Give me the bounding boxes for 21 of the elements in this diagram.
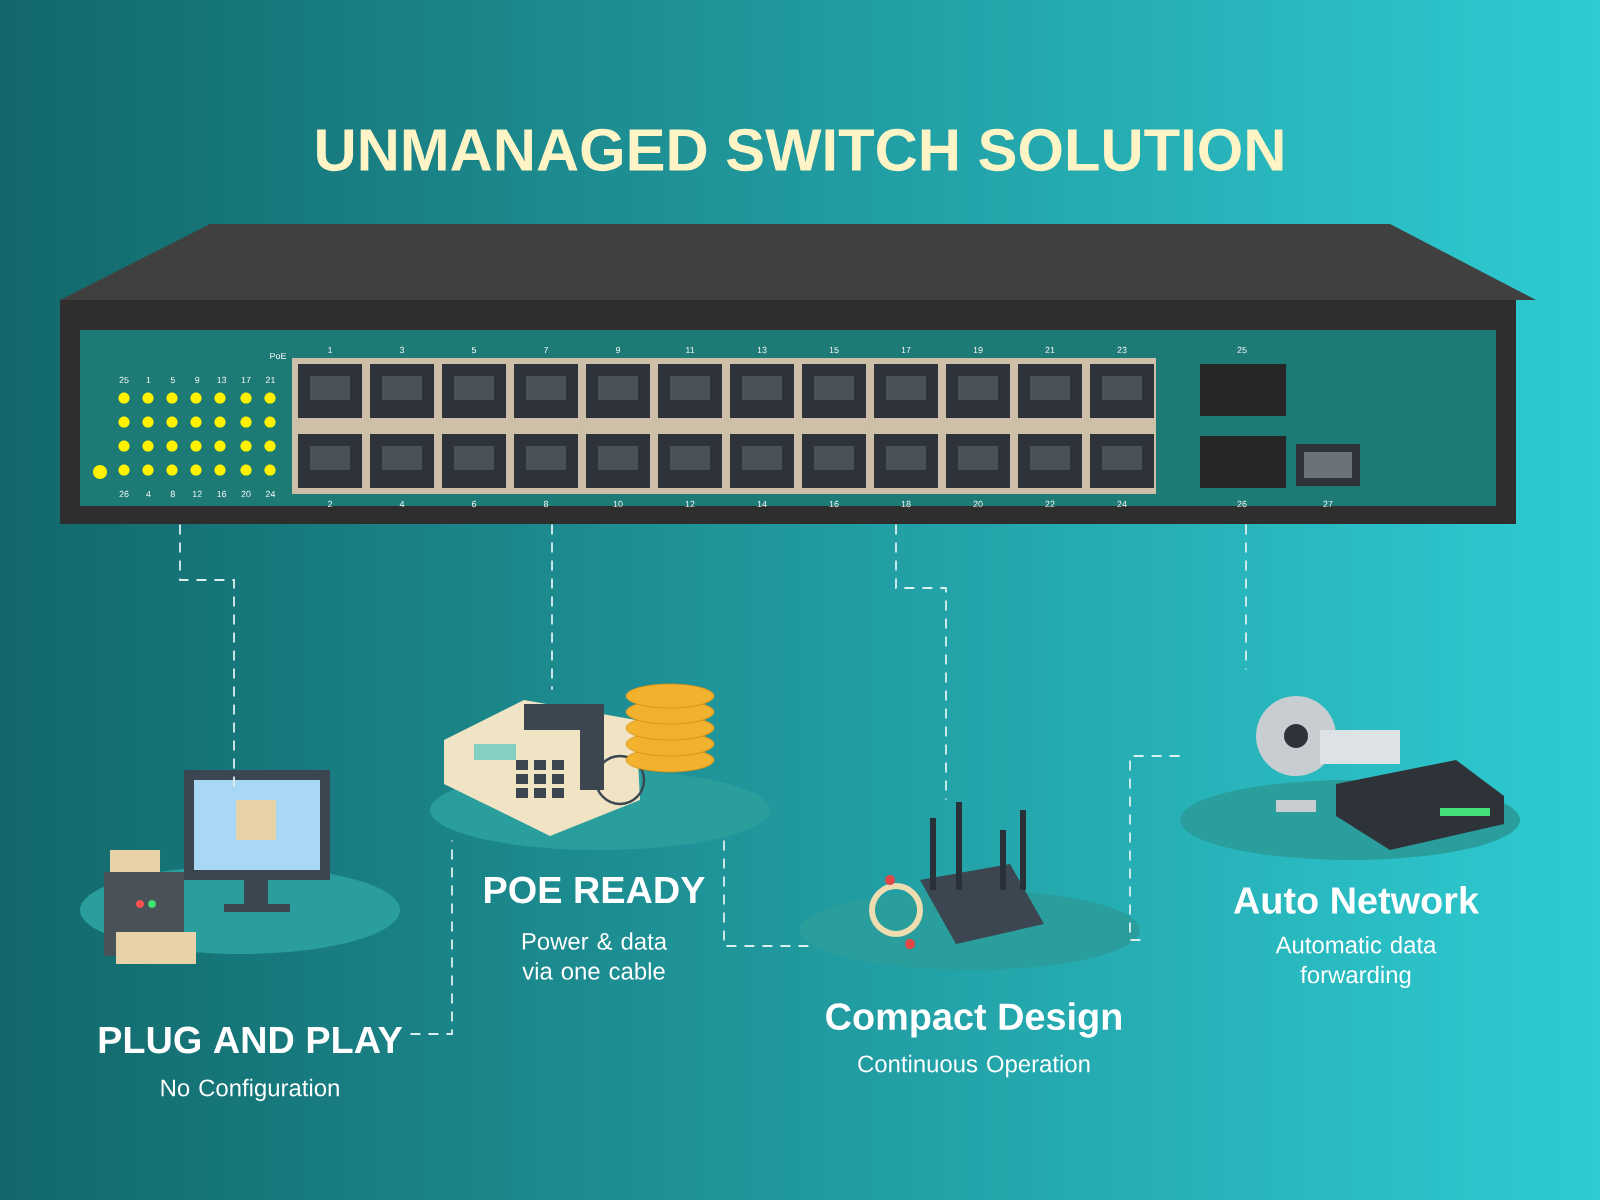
connector-line xyxy=(1129,755,1181,941)
connector-line xyxy=(1245,523,1247,671)
feature-caption: Continuous Operation xyxy=(858,1054,1090,1078)
feature-title: PLUG AND PLAY xyxy=(99,1026,403,1054)
connector-line xyxy=(551,523,553,691)
feature-title: Compact Design xyxy=(826,1002,1121,1038)
connector-line xyxy=(409,839,453,1035)
device-drawing xyxy=(430,683,770,850)
connector-line xyxy=(895,523,947,801)
device-drawing xyxy=(80,770,400,964)
feature-caption: Automatic data forwarding xyxy=(1275,935,1437,989)
connector-line xyxy=(179,523,235,791)
feature-title: POE READY xyxy=(485,876,705,904)
title: UNMANAGED SWITCH SOLUTION xyxy=(317,128,1283,172)
device-drawing xyxy=(800,802,1140,970)
feature-caption: Power & data via one cable xyxy=(522,932,668,980)
connector-line xyxy=(723,839,811,947)
feature-title: Auto Network xyxy=(1233,886,1480,914)
feature-caption: No Configuration xyxy=(161,1078,339,1102)
switch-drawing xyxy=(60,224,1536,524)
device-drawing xyxy=(1180,696,1520,860)
